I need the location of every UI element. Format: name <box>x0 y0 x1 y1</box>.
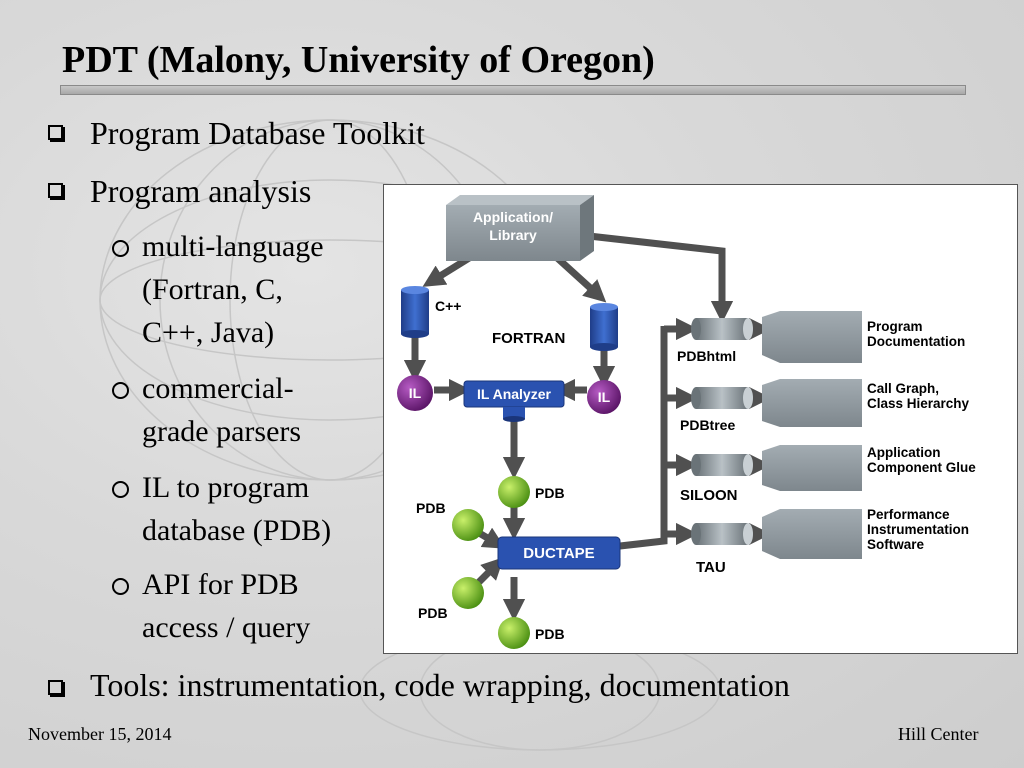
bullet-item: Program Database Toolkit <box>90 115 425 151</box>
pdt-architecture-diagram: Application/ Library C++ FORTRAN IL IL I… <box>383 184 1018 654</box>
performance-instrumentation-block: Performance Instrumentation Software <box>762 507 969 559</box>
tau-label: TAU <box>696 559 726 576</box>
il-label: IL <box>409 385 422 401</box>
sub-bullet-line: access / query <box>142 611 311 644</box>
fortran-source-cylinder <box>590 303 618 351</box>
il-sphere-right <box>587 380 621 414</box>
pdb-sphere <box>498 617 530 649</box>
pdb-label: PDB <box>535 626 565 642</box>
sub-bullet-line: commercial- <box>142 372 294 405</box>
circle-bullet-icon <box>112 240 129 257</box>
circle-bullet-icon <box>112 481 129 498</box>
footer-location: Hill Center <box>898 724 979 744</box>
program-documentation-block: Program Documentation <box>762 311 965 363</box>
sub-bullet-line: IL to program <box>142 471 310 504</box>
il-analyzer-label: IL Analyzer <box>477 386 551 402</box>
pdbhtml-label: PDBhtml <box>677 348 736 364</box>
sub-bullet-line: database (PDB) <box>142 514 332 547</box>
ductape-block: DUCTAPE <box>497 536 621 570</box>
ductape-label: DUCTAPE <box>523 545 594 562</box>
pdbtree-cylinder <box>691 387 753 409</box>
box-bullet-icon <box>48 125 63 140</box>
sub-bullet-line: API for PDB <box>142 568 299 601</box>
sub-bullet-item: API for PDB access / query <box>142 563 310 649</box>
output-label-line: Application <box>867 445 941 460</box>
il-label: IL <box>598 389 611 405</box>
bullet-item: Tools: instrumentation, code wrapping, d… <box>90 667 790 703</box>
application-library-label-line2: Library <box>489 227 537 243</box>
sub-bullet-line: C++, Java) <box>142 316 275 349</box>
circle-bullet-icon <box>112 382 129 399</box>
pdb-sphere <box>452 577 484 609</box>
cpp-source-cylinder <box>401 286 429 338</box>
sub-bullet-item: commercial- grade parsers <box>142 367 301 453</box>
sub-bullet-line: grade parsers <box>142 415 302 448</box>
circle-bullet-icon <box>112 578 129 595</box>
sub-bullet-line: (Fortran, C, <box>142 273 283 306</box>
application-library-box: Application/ Library <box>446 195 594 261</box>
pdb-sphere <box>498 476 530 508</box>
output-label-line: Instrumentation <box>867 522 969 537</box>
sub-bullet-item: multi-language (Fortran, C, C++, Java) <box>142 225 324 354</box>
pdb-label: PDB <box>418 605 448 621</box>
footer-date: November 15, 2014 <box>28 724 172 744</box>
output-label-line: Performance <box>867 507 950 522</box>
tau-cylinder <box>691 523 753 545</box>
fortran-label: FORTRAN <box>492 330 565 347</box>
pdb-label: PDB <box>535 485 565 501</box>
siloon-label: SILOON <box>680 487 738 504</box>
box-bullet-icon <box>48 183 63 198</box>
box-bullet-icon <box>48 680 63 695</box>
call-graph-block: Call Graph, Class Hierarchy <box>762 379 970 427</box>
sub-bullet-line: multi-language <box>142 230 324 263</box>
output-label-line: Documentation <box>867 334 965 349</box>
pdb-sphere <box>452 509 484 541</box>
il-analyzer-block: IL Analyzer <box>463 380 565 422</box>
output-label-line: Class Hierarchy <box>867 396 970 411</box>
application-library-label-line1: Application/ <box>473 209 553 225</box>
output-label-line: Call Graph, <box>867 381 939 396</box>
sub-bullet-item: IL to program database (PDB) <box>142 466 331 552</box>
cpp-label: C++ <box>435 298 461 314</box>
bullet-item: Program analysis <box>90 173 312 209</box>
siloon-cylinder <box>691 454 753 476</box>
output-label-line: Software <box>867 537 925 552</box>
output-label-line: Program <box>867 319 923 334</box>
pdbhtml-cylinder <box>691 318 753 340</box>
output-label-line: Component Glue <box>867 460 976 475</box>
il-sphere-left <box>397 375 433 411</box>
slide-title: PDT (Malony, University of Oregon) <box>62 39 655 81</box>
pdbtree-label: PDBtree <box>680 417 735 433</box>
component-glue-block: Application Component Glue <box>762 445 976 491</box>
pdb-label: PDB <box>416 500 446 516</box>
title-divider <box>60 85 966 95</box>
